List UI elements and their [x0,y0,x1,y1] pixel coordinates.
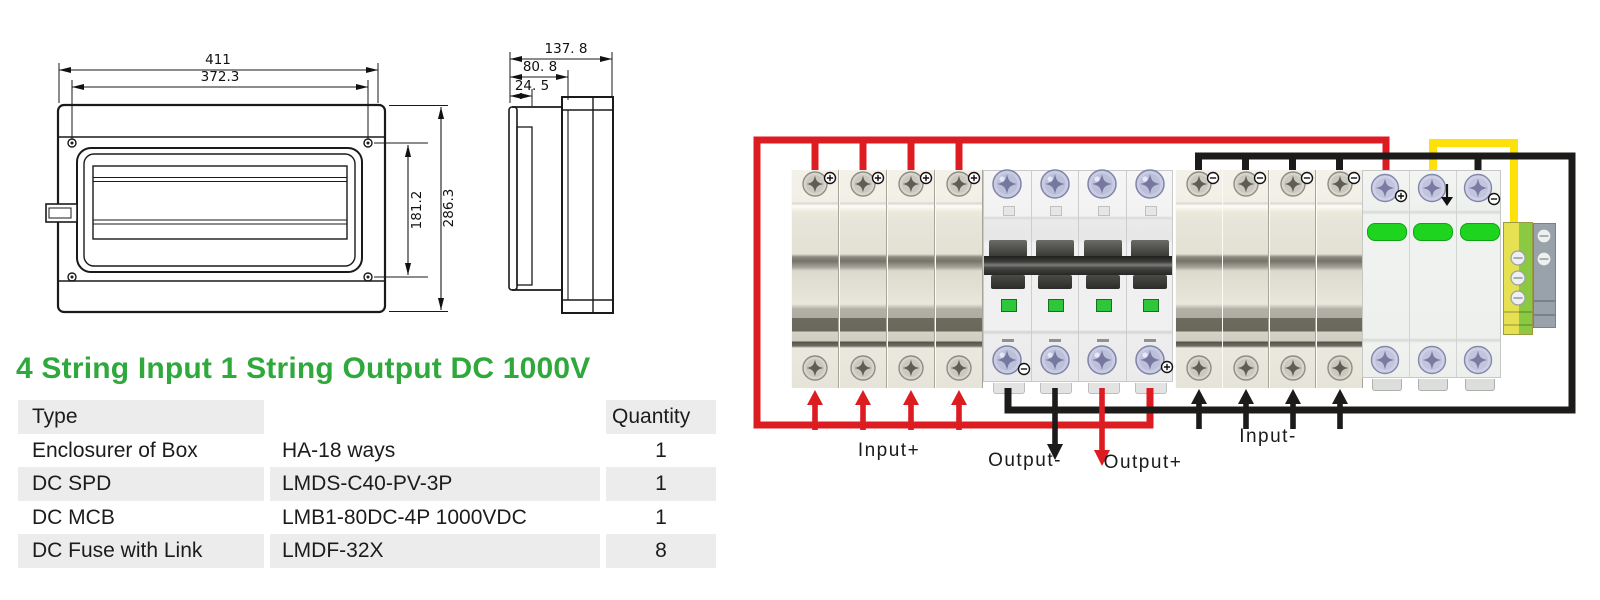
terminal-groove [1534,314,1555,316]
terminal-groove [1534,300,1555,302]
mcb-pole-divider [1078,171,1079,381]
mcb-pole-divider [1031,171,1032,381]
page-title: 4 String Input 1 String Output DC 1000V [16,352,591,385]
bom-row-type: DC Fuse with Link [18,534,264,568]
bom-header-qty: Quantity [606,400,716,434]
plus-terminal-icons [823,171,1408,374]
mcb-toggle-handle [1038,275,1072,289]
mcb-toggle-handle [1084,240,1122,258]
output-plus-label: Output+ [1103,452,1183,473]
dc-fuse-holder-plus-1 [791,170,839,388]
neutral-terminal-block [1533,223,1556,328]
mcb-status-indicator [1048,299,1064,312]
mcb-notch [1003,206,1015,216]
dc-fuse-holder-plus-4 [935,170,983,388]
dim-width-mounting: 372.3 [201,69,240,85]
front-view: 411 372.3 [45,52,457,314]
dc-fuse-holder-plus-2 [839,170,887,388]
spd-pole-divider [1456,171,1457,377]
mcb-notch [1145,206,1157,216]
output-minus-arrow [1047,388,1063,460]
mcb-terminal-mark [1002,339,1014,342]
bom-header-model [270,400,600,434]
bom-row-qty: 8 [606,534,716,568]
spd-pole-divider [1409,171,1410,377]
dc-fuse-holder-plus-3 [887,170,935,388]
minus-terminal-icons [1017,171,1501,376]
mcb-toggle-handle [1133,275,1167,289]
negative-wiring [1004,152,1576,414]
input-plus-label: Input+ [857,440,921,461]
lid-latch [45,203,78,223]
mcb-toggle-handle [1086,275,1120,289]
earth-ground-icon [1441,184,1453,206]
mcb-toggle-handle [989,240,1027,258]
bom-row-type: DC SPD [18,467,264,501]
dim-depth-body: 80. 8 [523,59,557,75]
terminal-screws [802,169,1552,381]
bom-row-qty: 1 [606,433,716,468]
output-minus-label: Output- [988,450,1062,471]
bom-row-model: LMDF-32X [270,534,600,568]
side-view: 137. 8 80. 8 24. 5 [508,41,614,314]
dim-depth-lid: 24. 5 [515,78,549,94]
enclosure-technical-drawing: 411 372.3 [45,41,614,314]
mcb-terminal-mark [1144,339,1156,342]
bom-row-type: DC MCB [18,500,264,535]
spd-din-clip [1372,379,1402,391]
mcb-notch [1098,206,1110,216]
mcb-toggle-handle [991,275,1025,289]
mcb-toggle-handle [1131,240,1169,258]
dc-fuse-holder-minus-1 [1175,170,1223,388]
terminal-groove [1504,311,1532,313]
mcb-toggle-handle [1036,240,1074,258]
dim-width-overall: 411 [205,52,231,68]
bom-row-model: LMB1-80DC-4P 1000VDC [270,500,600,535]
bom-table: Type Quantity Enclosurer of Box HA-18 wa… [18,400,716,568]
dim-depth-overall: 137. 8 [545,41,588,57]
mcb-terminal-mark [1049,339,1061,342]
dim-height-window: 181.2 [409,191,425,230]
bom-row-type: Enclosurer of Box [18,433,264,468]
spd-status-window [1367,223,1407,241]
bom-header-type: Type [18,400,264,434]
mcb-pole-divider [1126,171,1127,381]
mcb-status-indicator [1096,299,1112,312]
mounting-holes [67,138,373,282]
terminal-groove [1504,324,1532,326]
dc-mcb-4p [983,170,1173,394]
bom-row-model: LMDS-C40-PV-3P [270,467,600,501]
mcb-status-indicator [1143,299,1159,312]
input-minus-label: Input- [1239,426,1297,447]
dc-spd-3p [1362,170,1501,391]
bom-row-qty: 1 [606,500,716,535]
spd-status-window [1413,223,1453,241]
positive-wiring [753,136,1390,429]
bom-row-model: HA-18 ways [270,433,600,468]
output-plus-arrow [1094,388,1110,466]
spd-din-clip [1465,379,1495,391]
mcb-terminal-mark [1097,339,1109,342]
dim-height-overall: 286.3 [441,189,457,228]
dc-fuse-holder-minus-2 [1222,170,1269,388]
dc-fuse-holder-minus-3 [1269,170,1316,388]
mcb-notch [1050,206,1062,216]
bom-row-qty: 1 [606,467,716,501]
spd-status-window [1460,223,1500,241]
spd-din-clip [1418,379,1448,391]
mcb-linked-toggle-bar [984,256,1172,275]
dc-fuse-holder-minus-4 [1316,170,1363,388]
mcb-status-indicator [1001,299,1017,312]
